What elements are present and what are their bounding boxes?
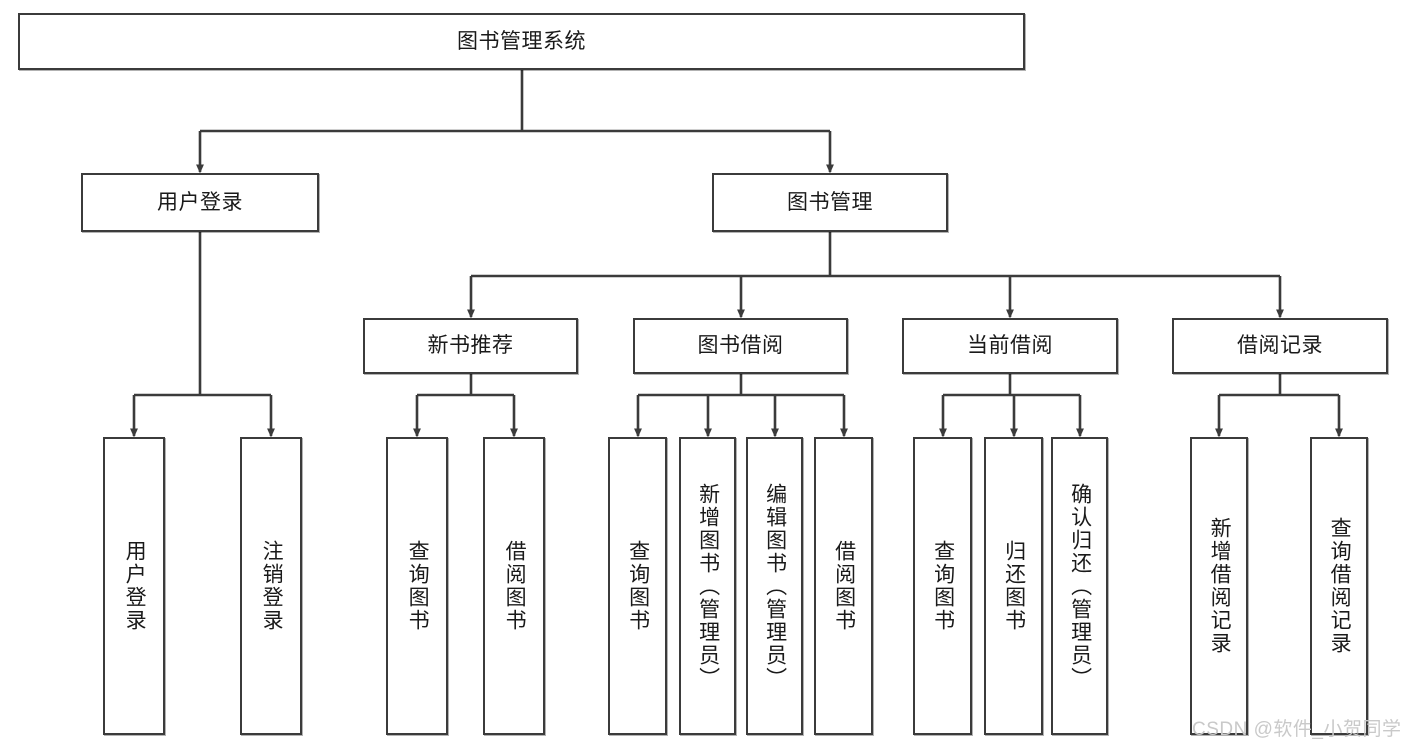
node-leaf-bb-query[interactable]: 查询图书 bbox=[608, 437, 667, 735]
node-borrow-record[interactable]: 借阅记录 bbox=[1172, 318, 1388, 374]
node-label: 图书管理系统 bbox=[457, 29, 586, 53]
node-label: 注销登录 bbox=[260, 540, 284, 632]
node-label: 确认归还（管理员） bbox=[1068, 482, 1092, 690]
node-label: 查询借阅记录 bbox=[1328, 517, 1352, 655]
node-book-manage[interactable]: 图书管理 bbox=[712, 173, 948, 232]
node-leaf-nbr-borrow[interactable]: 借阅图书 bbox=[483, 437, 545, 735]
node-label: 查询图书 bbox=[626, 540, 650, 632]
node-leaf-cb-query[interactable]: 查询图书 bbox=[913, 437, 972, 735]
node-user-login[interactable]: 用户登录 bbox=[81, 173, 319, 232]
node-label: 当前借阅 bbox=[967, 334, 1053, 358]
node-leaf-logout[interactable]: 注销登录 bbox=[240, 437, 302, 735]
node-label: 归还图书 bbox=[1002, 540, 1026, 632]
node-label: 借阅图书 bbox=[832, 540, 856, 632]
node-leaf-nbr-query[interactable]: 查询图书 bbox=[386, 437, 448, 735]
node-root[interactable]: 图书管理系统 bbox=[18, 13, 1025, 70]
node-leaf-br-add[interactable]: 新增借阅记录 bbox=[1190, 437, 1248, 735]
node-label: 用户登录 bbox=[123, 540, 147, 632]
node-book-borrow[interactable]: 图书借阅 bbox=[633, 318, 848, 374]
node-label: 用户登录 bbox=[157, 190, 243, 214]
node-label: 图书借阅 bbox=[697, 334, 784, 358]
node-label: 查询图书 bbox=[931, 540, 955, 632]
node-label: 借阅记录 bbox=[1237, 334, 1323, 358]
node-label: 新增借阅记录 bbox=[1208, 517, 1232, 655]
node-current-borrow[interactable]: 当前借阅 bbox=[902, 318, 1118, 374]
node-leaf-br-query[interactable]: 查询借阅记录 bbox=[1310, 437, 1368, 735]
node-leaf-bb-add[interactable]: 新增图书（管理员） bbox=[679, 437, 736, 735]
node-label: 编辑图书（管理员） bbox=[763, 482, 787, 690]
node-leaf-bb-edit[interactable]: 编辑图书（管理员） bbox=[746, 437, 803, 735]
node-label: 借阅图书 bbox=[503, 540, 527, 632]
node-label: 查询图书 bbox=[406, 540, 430, 632]
node-label: 新增图书（管理员） bbox=[696, 482, 720, 690]
node-label: 新书推荐 bbox=[427, 334, 514, 358]
node-new-book-rec[interactable]: 新书推荐 bbox=[363, 318, 578, 374]
node-leaf-bb-borrow[interactable]: 借阅图书 bbox=[814, 437, 873, 735]
node-label: 图书管理 bbox=[787, 190, 873, 214]
node-leaf-cb-return[interactable]: 归还图书 bbox=[984, 437, 1043, 735]
node-leaf-user-login[interactable]: 用户登录 bbox=[103, 437, 165, 735]
csdn-watermark: CSDN @软件_小贺同学 bbox=[1192, 719, 1402, 740]
node-leaf-cb-confirm[interactable]: 确认归还（管理员） bbox=[1051, 437, 1108, 735]
